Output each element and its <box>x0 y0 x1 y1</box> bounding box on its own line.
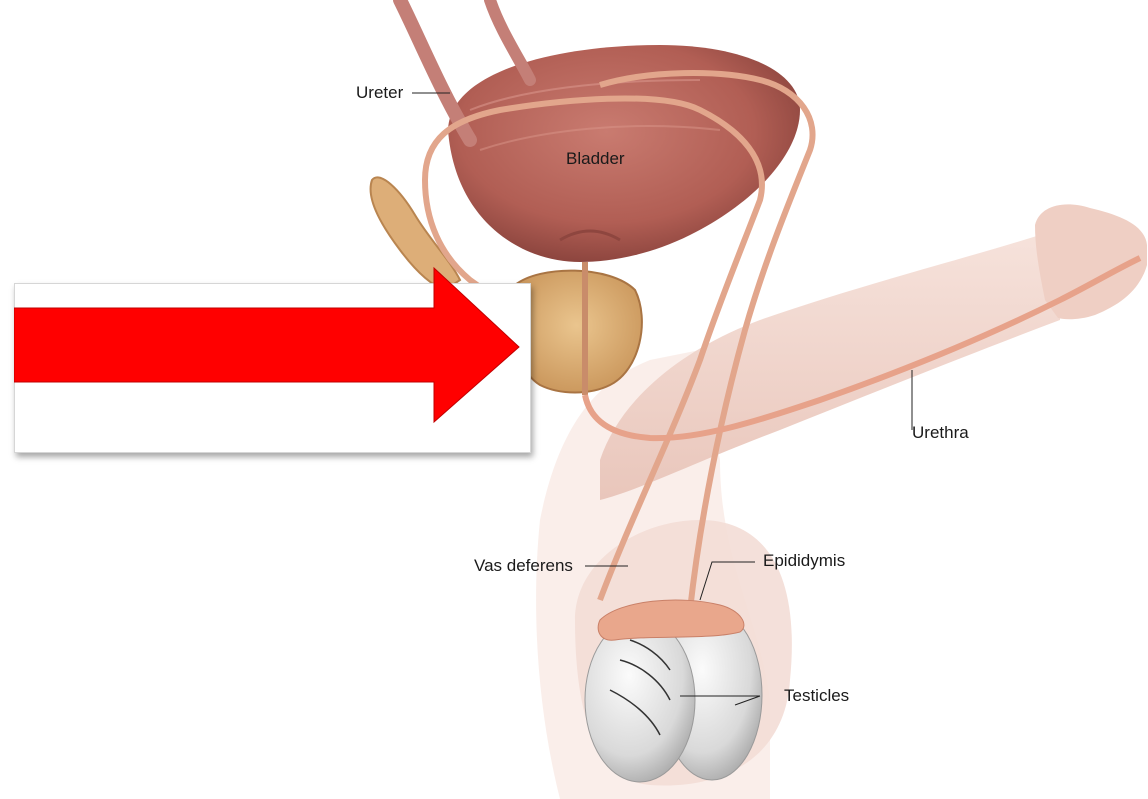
red-arrow-icon <box>14 262 534 424</box>
label-urethra: Urethra <box>912 424 969 441</box>
ureter-left <box>400 0 470 140</box>
label-ureter: Ureter <box>356 84 403 101</box>
label-bladder: Bladder <box>566 150 625 167</box>
label-testicles: Testicles <box>784 687 849 704</box>
testicle-front <box>585 618 695 782</box>
label-vas-deferens: Vas deferens <box>474 557 573 574</box>
label-epididymis: Epididymis <box>763 552 845 569</box>
